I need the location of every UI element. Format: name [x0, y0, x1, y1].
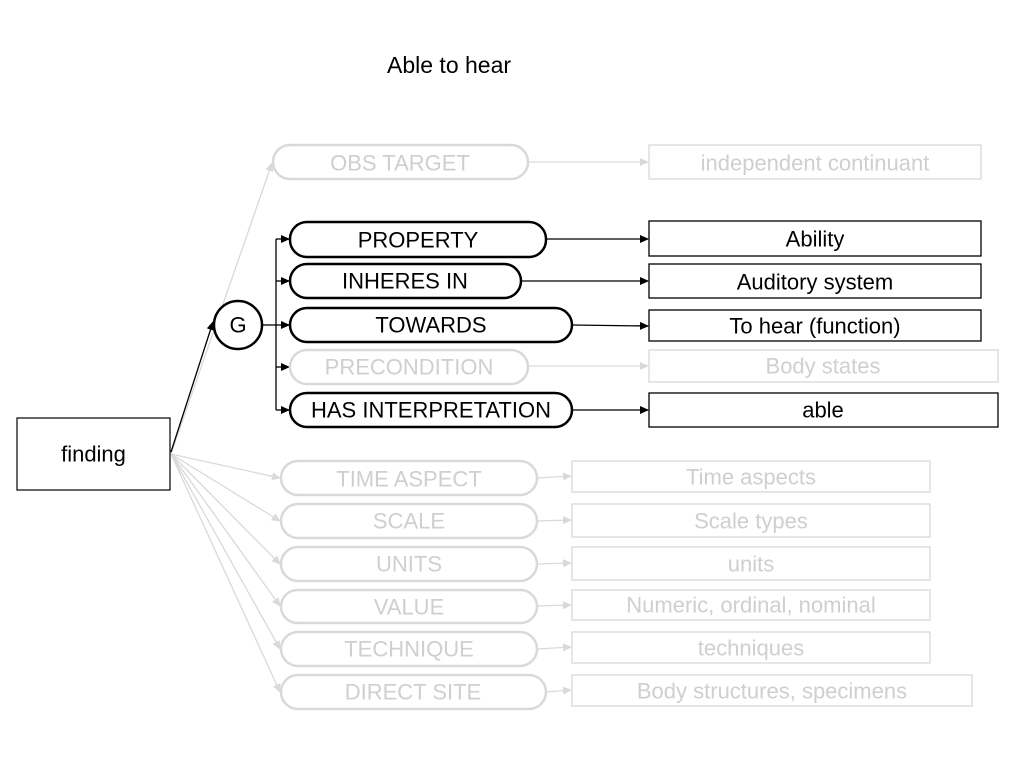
attribute-label: PRECONDITION	[325, 355, 494, 380]
attribute-label: HAS INTERPRETATION	[311, 398, 551, 423]
attribute-value: units	[728, 552, 774, 577]
group-node: G	[212, 299, 264, 351]
root-connectors	[170, 162, 281, 693]
attribute-scale: SCALE Scale types	[279, 502, 931, 540]
attribute-label: UNITS	[376, 552, 442, 577]
attribute-units: UNITS units	[279, 545, 931, 583]
attribute-has-interpretation: HAS INTERPRETATION able	[288, 391, 999, 429]
edge-finding-to-group	[170, 321, 215, 453]
attribute-label: VALUE	[374, 595, 445, 620]
attribute-value: To hear (function)	[729, 314, 900, 339]
edge-units	[170, 453, 281, 565]
edge-time-aspect	[170, 453, 281, 481]
attribute-precondition: PRECONDITION Body states	[288, 348, 999, 386]
group-bracket	[262, 235, 290, 414]
attribute-value: independent continuant	[701, 151, 930, 176]
attribute-property: PROPERTY Ability	[288, 220, 982, 259]
attribute-label: TECHNIQUE	[344, 637, 474, 662]
attribute-value: Ability	[786, 227, 845, 252]
attribute-value: Numeric, ordinal, nominal	[626, 593, 875, 618]
attribute-label: DIRECT SITE	[345, 680, 482, 705]
attribute-inheres-in: INHERES IN Auditory system	[288, 262, 982, 300]
attribute-value: able	[802, 398, 844, 423]
diagram-title: Able to hear	[387, 52, 511, 78]
attribute-label: PROPERTY	[358, 228, 479, 253]
attribute-technique: TECHNIQUE techniques	[279, 630, 931, 668]
attribute-label: TIME ASPECT	[336, 467, 481, 492]
attribute-label: TOWARDS	[375, 313, 486, 338]
edge-scale	[170, 453, 281, 522]
attribute-value: techniques	[698, 636, 804, 661]
attribute-time-aspect: TIME ASPECT Time aspects	[279, 459, 931, 497]
attribute-label: OBS TARGET	[330, 151, 470, 176]
attribute-value: Scale types	[694, 509, 808, 534]
root-label: finding	[61, 442, 126, 467]
attribute-value-node: VALUE Numeric, ordinal, nominal	[279, 588, 931, 625]
attribute-towards: TOWARDS To hear (function)	[288, 306, 982, 344]
attribute-direct-site: DIRECT SITE Body structures, specimens	[279, 673, 973, 711]
attribute-value: Time aspects	[686, 465, 816, 490]
attribute-label: SCALE	[373, 509, 445, 534]
attribute-value: Body states	[766, 354, 881, 379]
edge-technique	[170, 453, 281, 650]
edge-direct-site	[170, 453, 281, 693]
root-node: finding	[16, 417, 171, 491]
group-label: G	[229, 313, 246, 338]
attribute-label: INHERES IN	[342, 269, 468, 294]
attribute-value: Body structures, specimens	[637, 679, 907, 704]
attribute-value: Auditory system	[737, 270, 894, 295]
attribute-obs-target: OBS TARGET independent continuant	[271, 143, 982, 181]
edge-value	[170, 453, 281, 607]
